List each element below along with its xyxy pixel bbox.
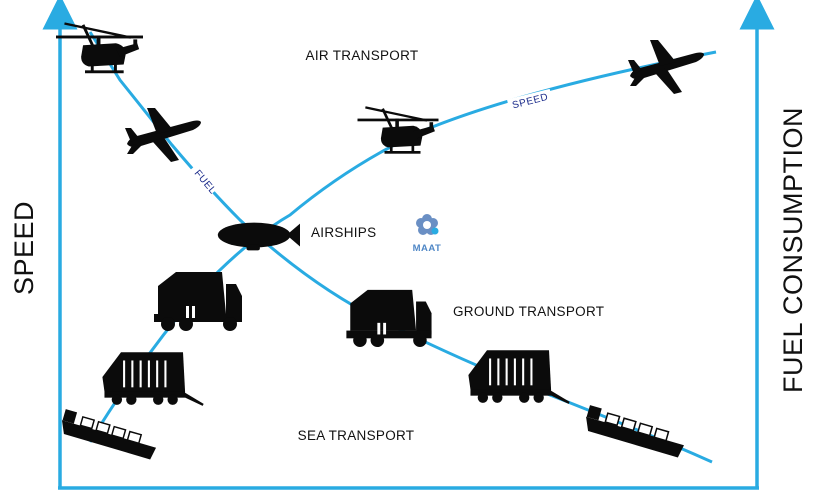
airplane-icon [125,108,201,162]
airplane-icon [628,40,704,94]
maat-logo-text: MAAT [413,243,442,254]
speed-axis-label: SPEED [9,201,39,295]
air-transport-label: AIR TRANSPORT [306,48,419,63]
sea-transport-label: SEA TRANSPORT [298,428,415,443]
train-icon [102,352,204,406]
ground-transport-label: GROUND TRANSPORT [453,304,604,319]
helicopter-icon [357,106,439,154]
truck-icon [154,272,242,331]
ship-icon [61,408,157,461]
ship-icon [585,404,685,459]
maat-logo: MAAT [413,214,442,254]
truck-icon [346,289,432,348]
airship-icon [217,222,300,251]
fuel-consumption-axis-label: FUEL CONSUMPTION [778,107,808,393]
train-icon [468,350,570,404]
airships-label: AIRSHIPS [311,225,376,240]
maat-logo-icon [416,214,439,235]
helicopter-icon [56,22,143,74]
